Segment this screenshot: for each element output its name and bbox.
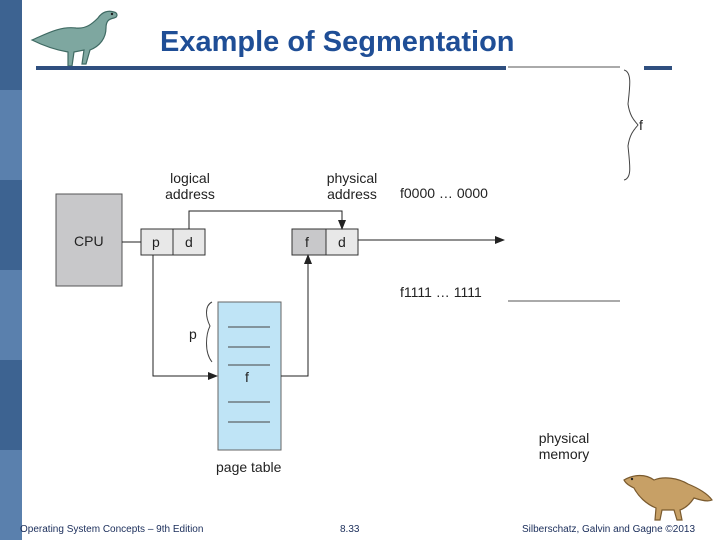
memory-end-address: f1111 … 1111 <box>400 284 482 300</box>
physical-memory-label-line1: physical <box>538 430 590 446</box>
left-sidebar-band <box>0 0 22 540</box>
footer-right: Silberschatz, Galvin and Gagne ©2013 <box>522 524 696 535</box>
frame-number-line <box>281 254 312 377</box>
cpu-box <box>55 193 123 287</box>
physical-memory-label-line2: memory <box>538 446 590 462</box>
page-table-brace <box>206 301 213 363</box>
page-table-p-label: p <box>189 326 197 342</box>
memory-start-address: f0000 … 0000 <box>400 185 488 201</box>
physical-address-label-line1: physical <box>326 170 378 186</box>
title-underline-right <box>644 66 672 70</box>
physical-memory-label: physical memory <box>524 430 604 462</box>
page-number-line <box>152 255 218 380</box>
physical-address-label: physical address <box>312 170 392 202</box>
footer-left: Operating System Concepts – 9th Edition <box>20 524 204 535</box>
offset-d-line <box>188 210 346 230</box>
dinosaur-top-left-image <box>30 10 118 67</box>
page-table-box <box>217 301 282 451</box>
logical-address-label-line2: address <box>165 186 215 202</box>
title-underline-left <box>36 66 506 70</box>
logical-address-label: logical address <box>150 170 230 202</box>
physical-d-label: d <box>338 234 346 250</box>
physical-address-label-line2: address <box>327 186 377 202</box>
physical-f-label: f <box>305 234 309 250</box>
physical-f-box <box>291 228 327 256</box>
slide-title: Example of Segmentation <box>160 26 515 58</box>
cpu-label: CPU <box>74 233 104 249</box>
memory-brace <box>623 69 639 181</box>
page-table-label: page table <box>216 459 282 475</box>
logical-p-label: p <box>152 234 160 250</box>
page-table-f-label: f <box>245 369 249 385</box>
logical-address-label-line1: logical <box>170 170 210 186</box>
footer-center: 8.33 <box>340 524 360 535</box>
dinosaur-bottom-right-image <box>623 474 713 521</box>
physical-d-box <box>325 228 359 256</box>
logical-d-label: d <box>185 234 193 250</box>
memory-f-label: f <box>639 117 643 133</box>
